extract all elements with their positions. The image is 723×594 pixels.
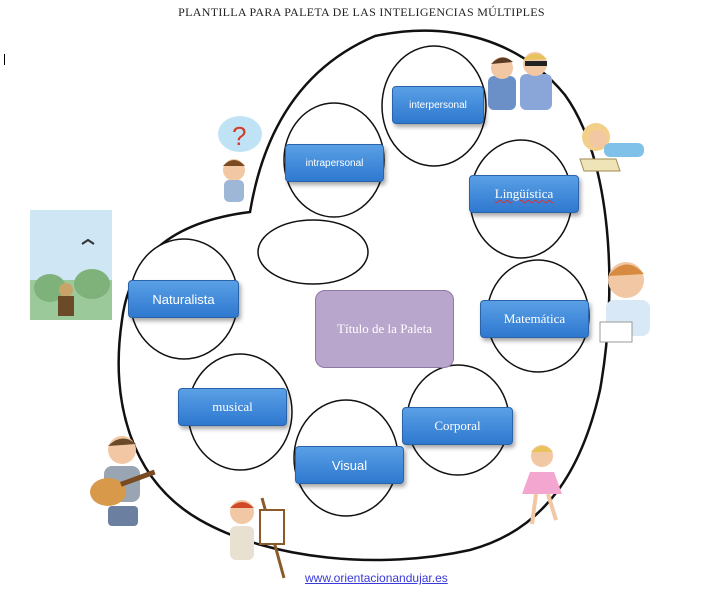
two-friends-icon [488,52,552,110]
label-corporal[interactable]: Corporal [402,407,513,445]
palette-title-box[interactable]: Título de la Paleta [315,290,454,368]
landscape-icon [30,210,112,320]
painter-icon [230,497,286,579]
footer-link[interactable]: www.orientacionandujar.es [305,571,448,585]
math-boy-icon [599,262,650,343]
label-visual[interactable]: Visual [295,446,404,484]
reading-girl-icon [579,123,644,172]
thinking-child-icon: ? [218,116,262,202]
dancer-icon [522,445,562,525]
label-intrapersonal[interactable]: intrapersonal [285,144,384,182]
label-naturalista[interactable]: Naturalista [128,280,239,318]
guitarist-icon [90,436,156,526]
label-matematica[interactable]: Matemática [480,300,589,338]
circle-empty [257,219,369,285]
text-cursor [4,54,5,65]
page-title: PLANTILLA PARA PALETA DE LAS INTELIGENCI… [178,5,545,19]
svg-text:?: ? [232,121,246,151]
label-interpersonal[interactable]: interpersonal [392,86,484,124]
label-linguistica[interactable]: Lingüística [469,175,579,213]
label-musical[interactable]: musical [178,388,287,426]
palette-outline [117,29,611,562]
